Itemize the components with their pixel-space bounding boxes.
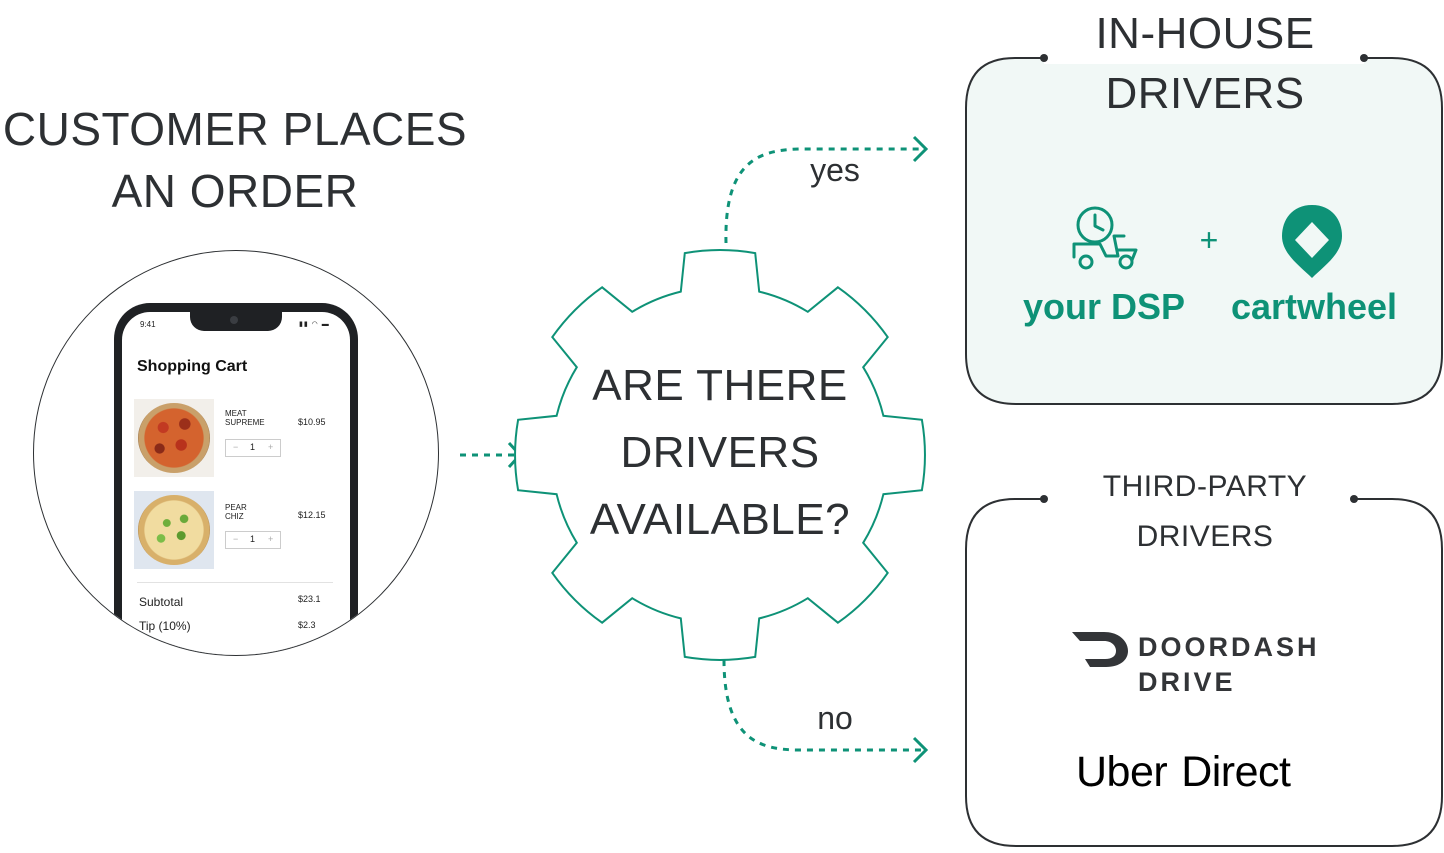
status-time: 9:41 xyxy=(140,320,156,329)
box-dot xyxy=(1040,54,1048,62)
thirdparty-box xyxy=(965,498,1443,847)
subtotal-label: Subtotal xyxy=(139,595,184,609)
tip-label: Tip (10%) xyxy=(139,619,191,633)
inhouse-box xyxy=(965,57,1443,405)
plus-button[interactable]: + xyxy=(268,442,274,452)
minus-button[interactable]: − xyxy=(233,442,239,452)
edge-label-yes: yes xyxy=(810,152,860,188)
decision-line1: ARE THERE xyxy=(592,361,848,410)
quantity-value: 1 xyxy=(250,534,256,544)
pizza-image-meat-supreme xyxy=(134,399,214,477)
item-name: MEAT SUPREME xyxy=(225,409,265,427)
subtotal-value: $23.1 xyxy=(298,594,321,604)
your-dsp-label: your DSP xyxy=(1022,286,1186,327)
quantity-stepper[interactable]: − 1 + xyxy=(225,439,281,457)
scooter-clock-icon xyxy=(1072,206,1138,270)
uber-direct-logo: Uber Direct xyxy=(1076,748,1291,797)
quantity-stepper[interactable]: − 1 + xyxy=(225,531,281,549)
inhouse-title-line2: DRIVERS xyxy=(1105,69,1305,118)
thirdparty-title-line1: THIRD-PARTY xyxy=(1102,470,1308,503)
phone-screen: 9:41 ▮▮ ◠ ▬ Shopping Cart MEAT SUPREME $… xyxy=(122,312,350,655)
decision-line3: AVAILABLE? xyxy=(589,495,851,544)
pizza-image-pear-chiz xyxy=(134,491,214,569)
phone-notch xyxy=(190,312,282,331)
decision-text: ARE THERE DRIVERS AVAILABLE? xyxy=(530,352,910,553)
item-name: PEAR CHIZ xyxy=(225,503,247,521)
inhouse-title-gap xyxy=(1044,50,1364,64)
customer-title-line2: AN ORDER xyxy=(111,165,359,217)
arrow-yes xyxy=(724,135,929,244)
inhouse-title: IN-HOUSE DRIVERS xyxy=(1040,4,1370,124)
doordash-logo-icon xyxy=(1072,632,1128,667)
phone-mockup: 9:41 ▮▮ ◠ ▬ Shopping Cart MEAT SUPREME $… xyxy=(114,303,358,655)
plus-sign: + xyxy=(1199,222,1219,258)
customer-title: CUSTOMER PLACES AN ORDER xyxy=(0,98,470,222)
doordash-line2: DRIVE xyxy=(1138,667,1236,697)
uber-word: Uber xyxy=(1076,748,1168,796)
thirdparty-title: THIRD-PARTY DRIVERS xyxy=(1060,462,1350,562)
inhouse-title-line1: IN-HOUSE xyxy=(1095,9,1315,58)
doordash-drive-logo: DOORDASH DRIVE xyxy=(1138,630,1320,700)
box-dot xyxy=(1040,495,1048,503)
decision-line2: DRIVERS xyxy=(620,428,820,477)
cartwheel-pin-icon xyxy=(1282,205,1342,278)
tip-value: $2.3 xyxy=(298,620,316,630)
plus-button[interactable]: + xyxy=(268,534,274,544)
item-price: $10.95 xyxy=(298,417,326,427)
doordash-line1: DOORDASH xyxy=(1138,632,1320,662)
decision-gear-shape xyxy=(514,249,926,661)
arrow-no xyxy=(722,659,929,764)
camera-icon xyxy=(230,316,238,324)
arrow-to-decision xyxy=(460,441,523,469)
box-dot xyxy=(1360,54,1368,62)
divider xyxy=(137,582,333,583)
direct-word: Direct xyxy=(1181,748,1291,796)
item-price: $12.15 xyxy=(298,510,326,520)
cart-title: Shopping Cart xyxy=(137,358,248,375)
minus-button[interactable]: − xyxy=(233,534,239,544)
quantity-value: 1 xyxy=(250,442,256,452)
edge-label-no: no xyxy=(817,700,853,736)
box-dot xyxy=(1350,495,1358,503)
cartwheel-label: cartwheel xyxy=(1230,286,1398,327)
customer-title-line1: CUSTOMER PLACES xyxy=(2,103,468,155)
thirdparty-title-line2: DRIVERS xyxy=(1136,520,1274,553)
phone-circle: 9:41 ▮▮ ◠ ▬ Shopping Cart MEAT SUPREME $… xyxy=(33,250,439,656)
signal-wifi-battery-icon: ▮▮ ◠ ▬ xyxy=(299,321,330,328)
